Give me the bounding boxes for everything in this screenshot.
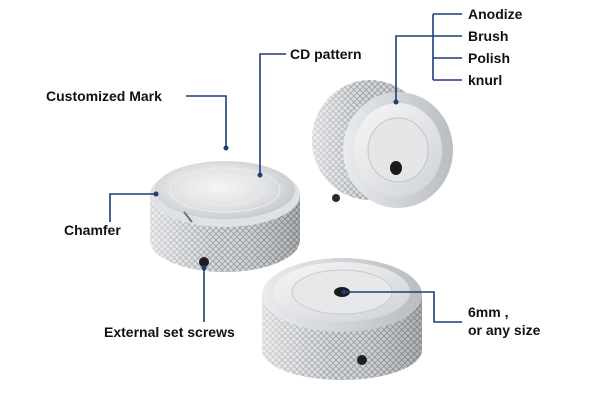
leader-lines (109, 13, 462, 323)
center-hole (390, 161, 402, 175)
label-cd-pattern: CD pattern (290, 46, 362, 62)
leader-customized-mark (186, 95, 227, 148)
knob-front (262, 258, 422, 380)
leader-dots (153, 99, 399, 295)
label-polish: Polish (468, 50, 511, 66)
set-screw-hole (357, 355, 367, 365)
leader-cd-pattern (259, 53, 286, 175)
label-knurl: knurl (468, 72, 503, 88)
label-size-line2: or any size (468, 322, 541, 338)
leader-chamfer (109, 193, 156, 222)
knob-right-back (312, 80, 453, 208)
label-size-line1: 6mm , (468, 304, 509, 320)
label-anodize: Anodize (468, 6, 523, 22)
label-brush: Brush (468, 28, 509, 44)
label-chamfer: Chamfer (64, 222, 121, 238)
leader-size (344, 291, 462, 323)
set-screw-hole (332, 194, 340, 202)
leader-finish-to-knob (395, 35, 433, 102)
knob-left (150, 161, 300, 272)
indicator-mark (183, 211, 193, 223)
label-customized-mark: Customized Mark (46, 88, 162, 104)
label-external-set-screws: External set screws (104, 324, 235, 340)
set-screw-hole (199, 257, 209, 267)
